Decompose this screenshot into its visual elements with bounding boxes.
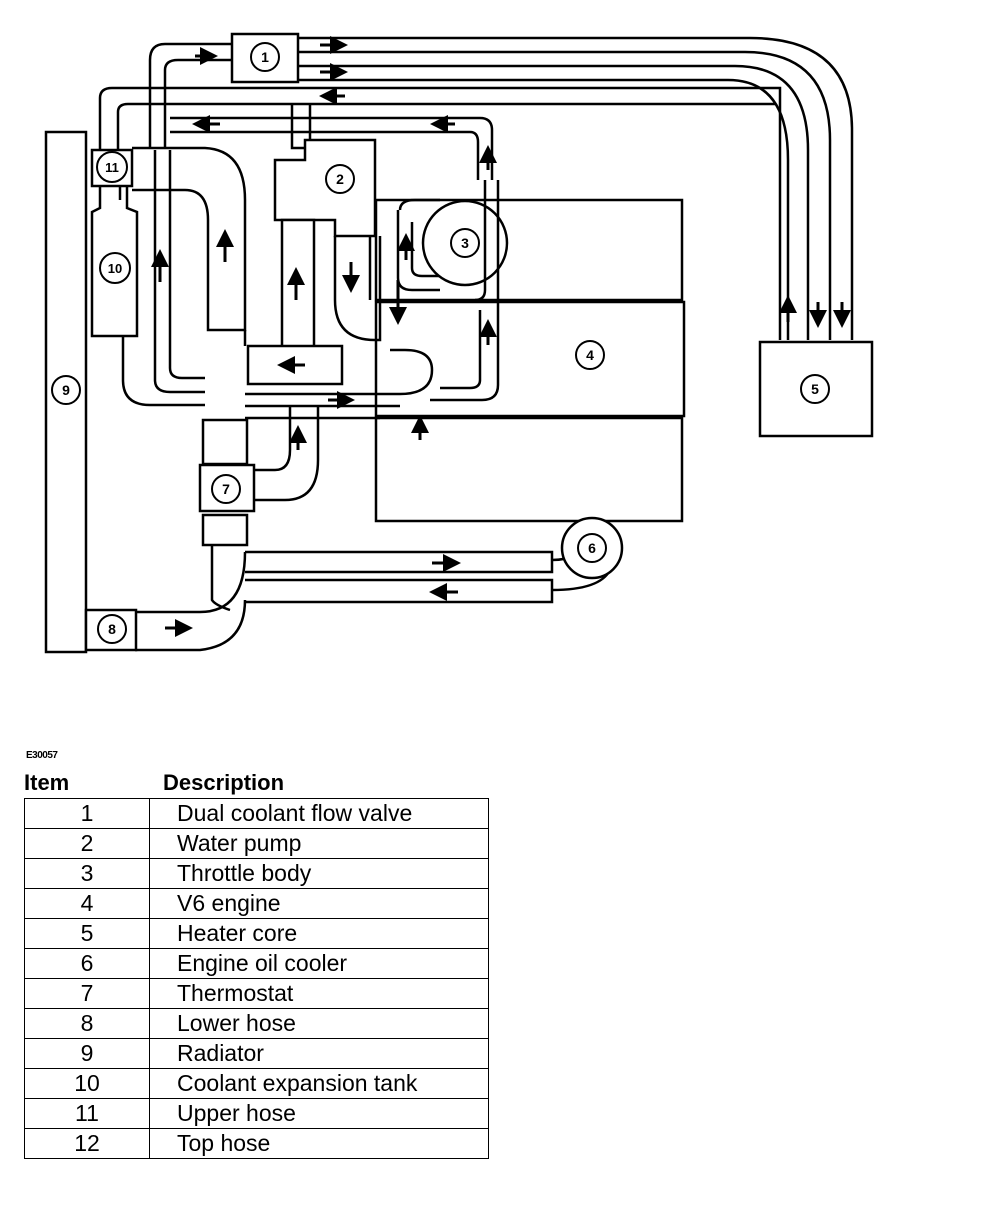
callout-4: 4 (586, 347, 594, 363)
upper-hose (132, 146, 247, 332)
legend-item-description: Heater core (149, 918, 489, 949)
coolant-system-diagram: 1 2 3 4 5 6 7 8 9 10 11 (44, 32, 874, 654)
legend-item-number: 11 (24, 1098, 150, 1129)
legend-item-description: Thermostat (149, 978, 489, 1009)
legend-item-number: 3 (24, 858, 150, 889)
legend-header-item: Item (24, 770, 70, 795)
callout-5: 5 (811, 381, 819, 397)
legend-item-description: Top hose (149, 1128, 489, 1159)
legend-item-number: 5 (24, 918, 150, 949)
legend-item-description: Upper hose (149, 1098, 489, 1129)
callout-9: 9 (62, 382, 70, 398)
legend-item-number: 1 (24, 798, 150, 829)
legend-item-description: Dual coolant flow valve (149, 798, 489, 829)
v6-engine-low (374, 416, 684, 523)
callout-2: 2 (336, 171, 344, 187)
callout-8: 8 (108, 621, 116, 637)
legend-item-description: Engine oil cooler (149, 948, 489, 979)
legend-header-description: Description (163, 770, 285, 795)
legend-item-description: V6 engine (149, 888, 489, 919)
legend-item-number: 12 (24, 1128, 150, 1159)
callout-1: 1 (261, 49, 269, 65)
legend-item-number: 4 (24, 888, 150, 919)
figure-reference-code: E30057 (26, 750, 58, 761)
legend-item-description: Lower hose (149, 1008, 489, 1039)
legend-item-number: 8 (24, 1008, 150, 1039)
callout-7: 7 (222, 481, 230, 497)
callout-6: 6 (588, 540, 596, 556)
legend-item-number: 7 (24, 978, 150, 1009)
expansion-tank (90, 185, 139, 338)
callout-10: 10 (108, 261, 122, 276)
callout-11: 11 (105, 160, 119, 175)
v6-engine-mid (374, 300, 686, 418)
callout-3: 3 (461, 235, 469, 251)
legend-item-description: Water pump (149, 828, 489, 859)
legend-item-number: 6 (24, 948, 150, 979)
legend-item-number: 10 (24, 1068, 150, 1099)
legend-item-description: Radiator (149, 1038, 489, 1069)
legend-item-description: Coolant expansion tank (149, 1068, 489, 1099)
v6-engine-top (374, 198, 684, 302)
legend-item-number: 2 (24, 828, 150, 859)
legend-item-description: Throttle body (149, 858, 489, 889)
legend-item-number: 9 (24, 1038, 150, 1069)
